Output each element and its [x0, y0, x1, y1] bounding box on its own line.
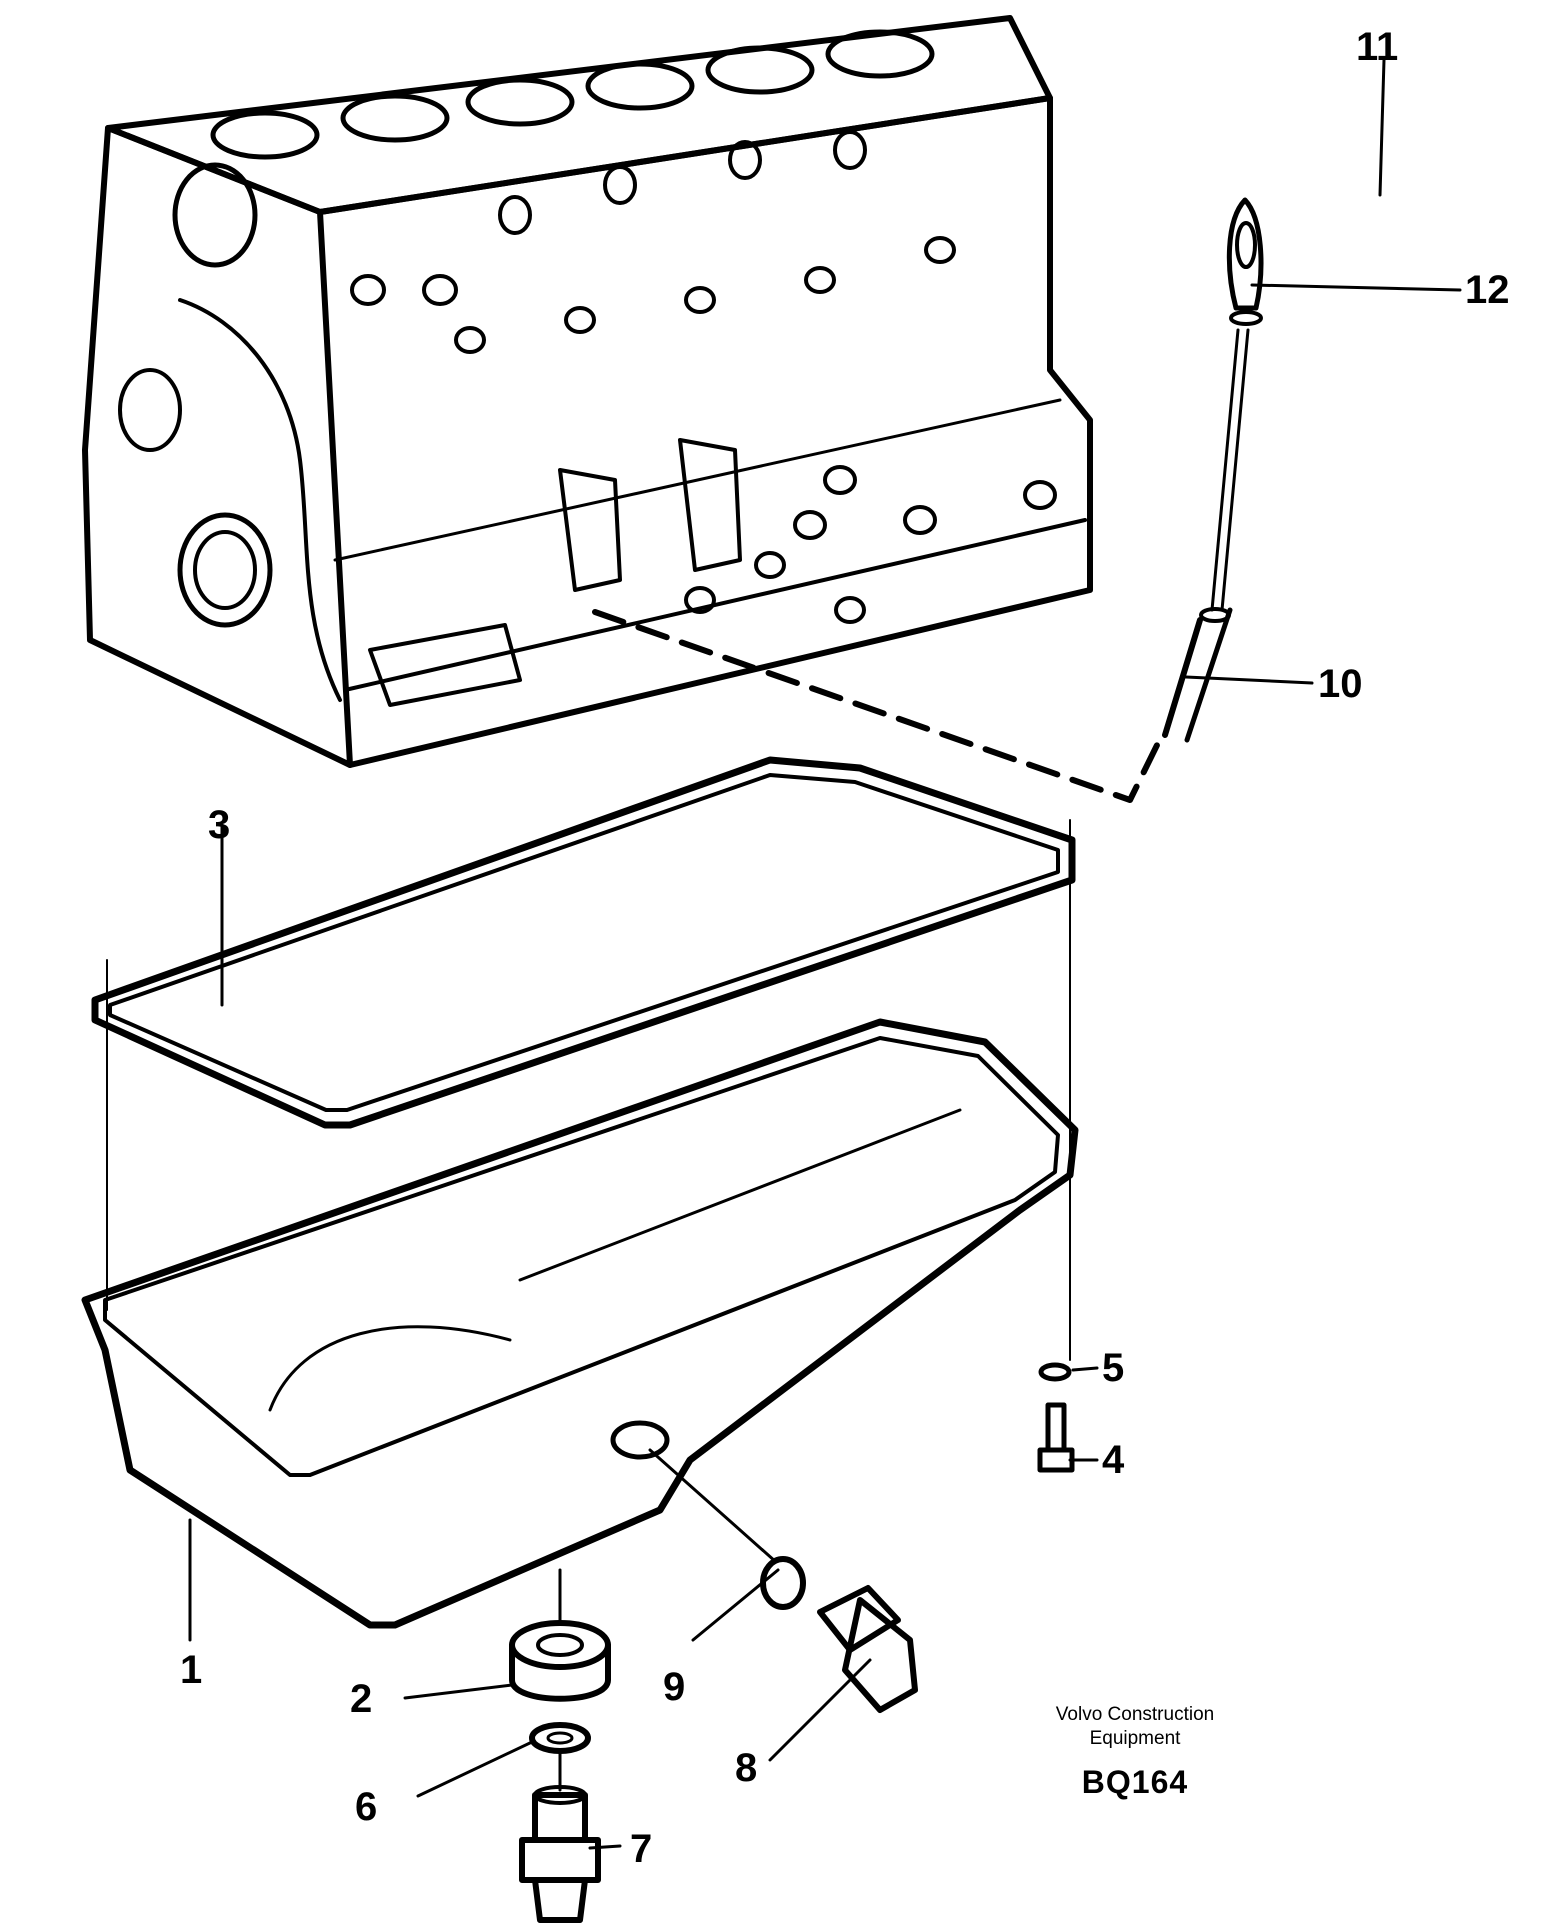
callout-3: 3 [208, 803, 230, 847]
dipstick-assembly [1162, 197, 1264, 743]
oil-pan-gasket [91, 756, 1076, 1129]
callout-2: 2 [350, 1677, 372, 1721]
drain-plug-part-8 [817, 1585, 918, 1713]
oil-pan [81, 1018, 1079, 1629]
cylinder-bores [210, 29, 935, 160]
oil-sender-part-7 [519, 1785, 601, 1923]
callout-7: 7 [630, 1827, 652, 1871]
dipstick-tube-connection [592, 609, 1165, 803]
callout-12: 12 [1465, 268, 1510, 312]
callout-11: 11 [1356, 25, 1398, 69]
callout-5: 5 [1102, 1346, 1124, 1390]
washer-part-6 [529, 1722, 591, 1754]
bolt-part-4 [1037, 1402, 1075, 1473]
callout-6: 6 [355, 1785, 377, 1829]
caption-line-1: Volvo Construction [1056, 1704, 1214, 1725]
drain-boss-part-2 [509, 1620, 611, 1702]
o-ring-part-9 [760, 1556, 806, 1610]
washer-part-5 [1038, 1362, 1072, 1382]
callout-4: 4 [1102, 1438, 1125, 1482]
leader-lines [188, 58, 1462, 1850]
callout-10: 10 [1318, 662, 1363, 706]
callout-1: 1 [180, 1648, 202, 1692]
callout-9: 9 [663, 1665, 685, 1709]
drawing-code: BQ164 [1082, 1764, 1188, 1800]
timing-cover [118, 162, 342, 702]
block-detail-holes [350, 130, 1057, 624]
engine-block [82, 15, 1093, 768]
caption-line-2: Equipment [1090, 1728, 1182, 1749]
callout-8: 8 [735, 1746, 757, 1790]
